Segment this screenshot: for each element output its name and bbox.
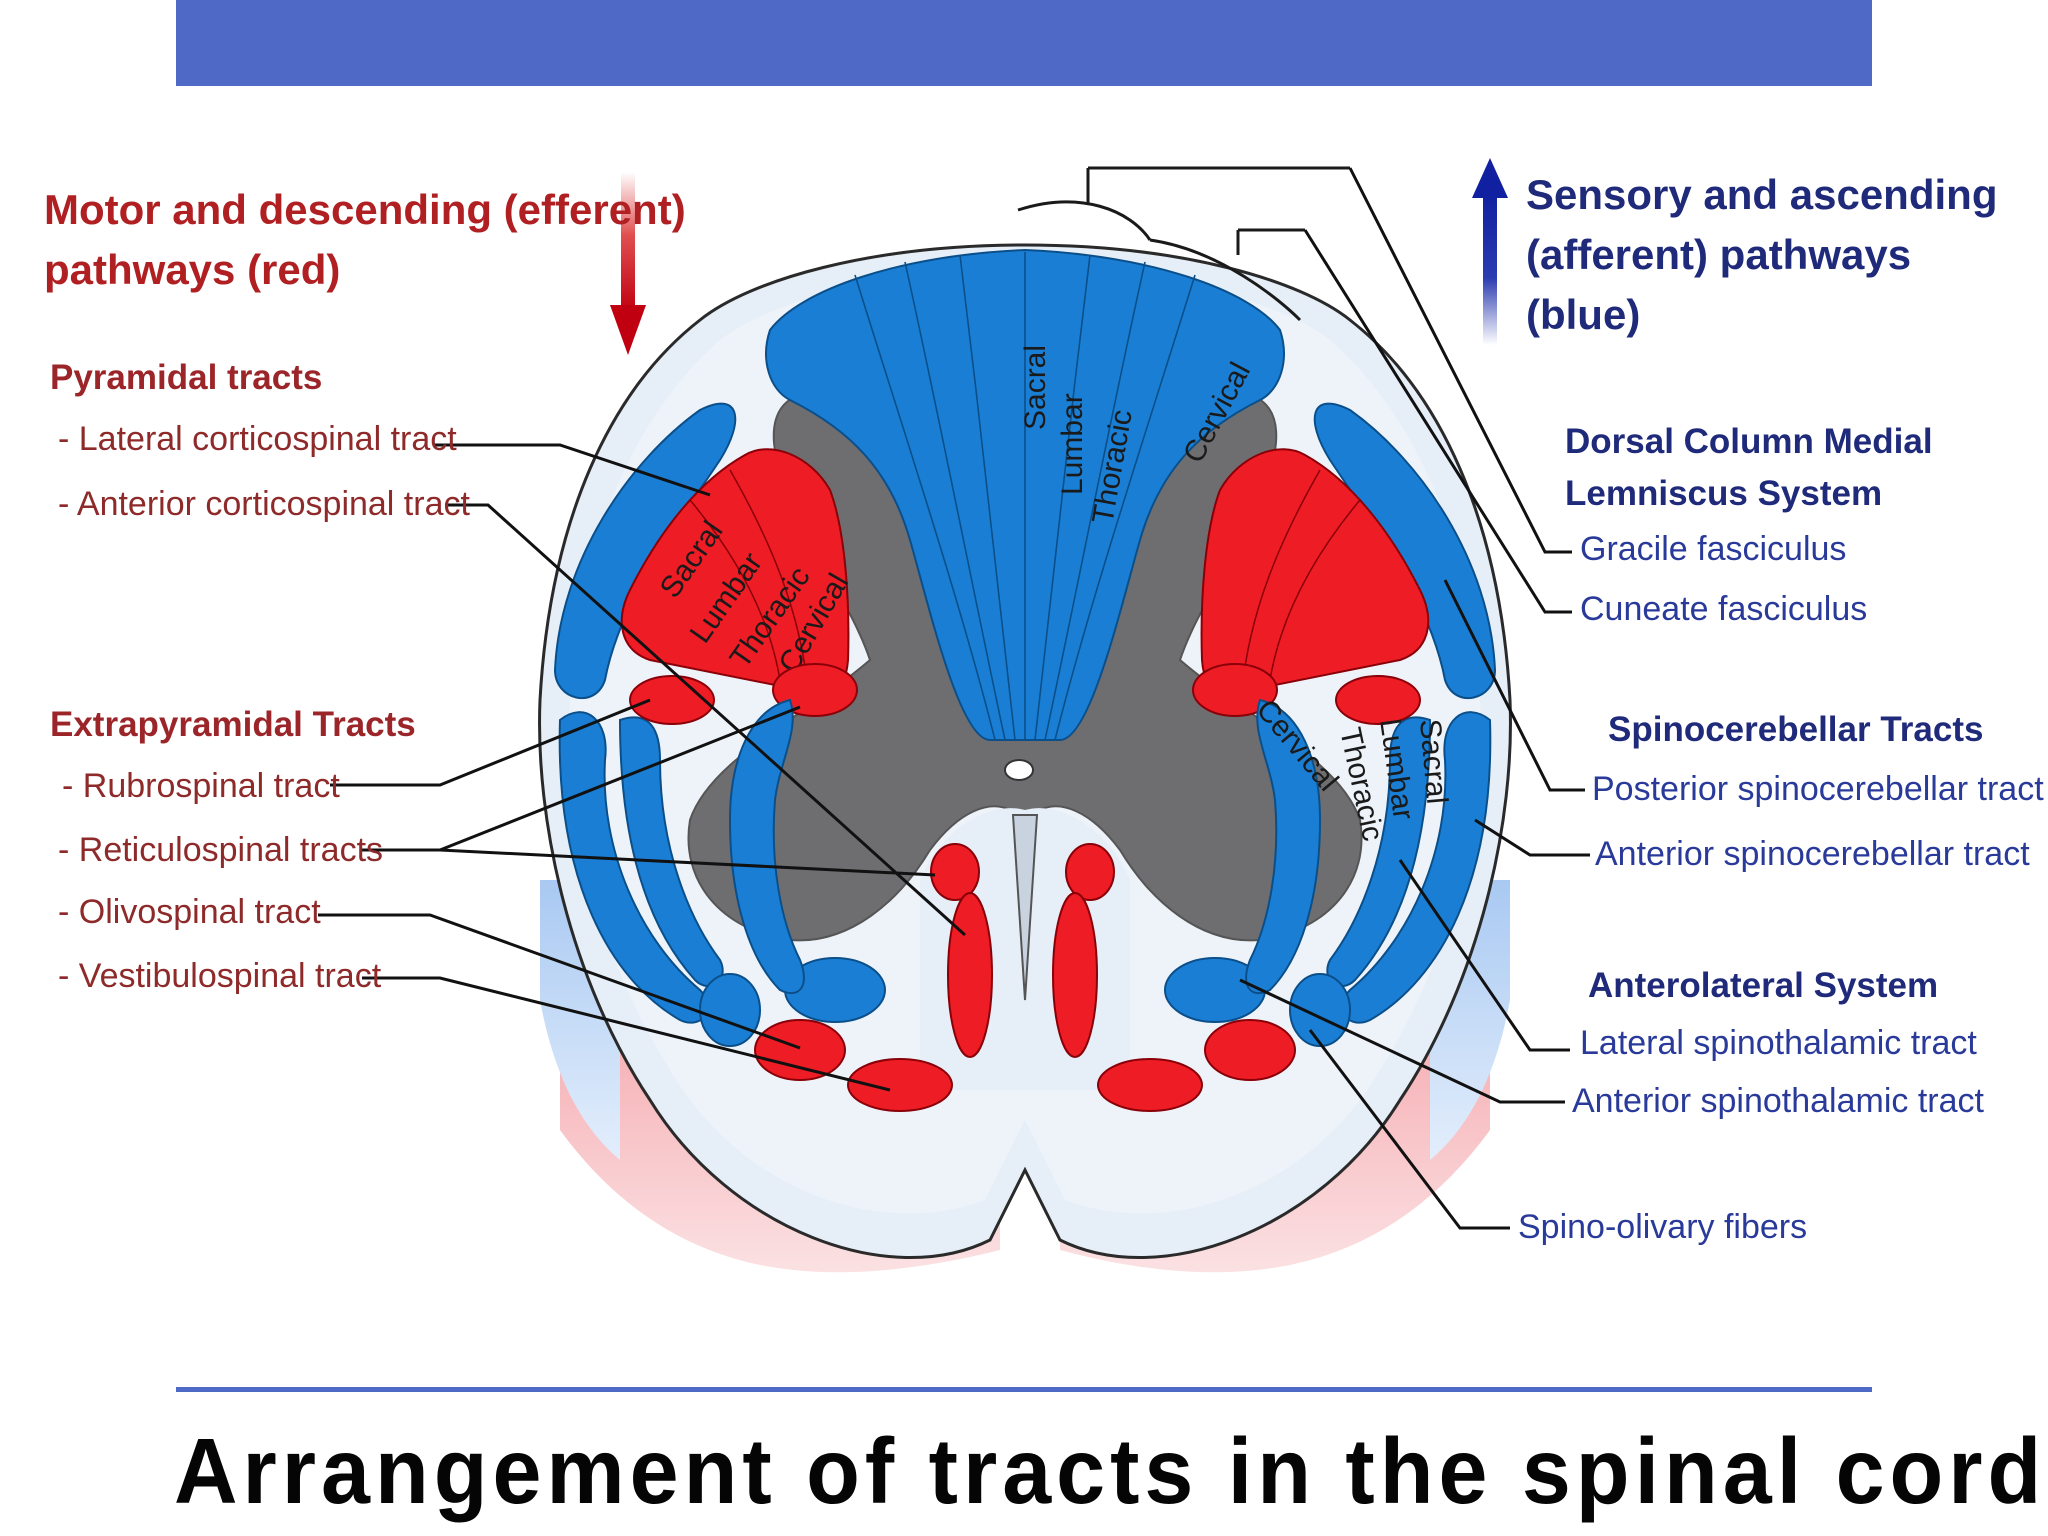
anterior-corticospinal-tracts [947,892,1098,1058]
footer-divider [176,1387,1872,1392]
lateral-corticospinal-label: - Lateral corticospinal tract [58,420,457,458]
dorsal-segment-lumbar: Lumbar [1056,393,1089,495]
vestibulospinal-label: - Vestibulospinal tract [58,957,382,995]
ascending-arrow [1472,158,1508,345]
gracile-fasciculus-label: Gracile fasciculus [1580,530,1847,568]
header-bar [176,0,1872,86]
cuneate-fasciculus-label: Cuneate fasciculus [1580,590,1868,628]
anterior-spinocerebellar-label: Anterior spinocerebellar tract [1595,835,2030,873]
dorsal-column-title-line2: Lemniscus System [1565,474,1883,513]
dorsal-column-title-line1: Dorsal Column Medial [1565,422,1933,461]
posterior-spinocerebellar-label: Posterior spinocerebellar tract [1592,770,2044,808]
descending-arrow [610,172,646,355]
anterior-corticospinal-label: - Anterior corticospinal tract [58,485,470,523]
pyramidal-title: Pyramidal tracts [50,358,323,397]
dorsal-column-brackets [1017,166,1350,322]
leader-lines [318,167,1590,1230]
spinocerebellar-tracts [553,402,1497,1024]
spinothalamic-tracts [699,698,1351,1047]
spinothalamic-segment-sacral: Sacral [1413,718,1453,806]
anterior-spinothalamic-label: Anterior spinothalamic tract [1572,1082,1984,1120]
spinocerebellar-title: Spinocerebellar Tracts [1608,710,1984,749]
slide-title: Arrangement of tracts in the spinal cord [174,1419,2047,1523]
rubrospinal-label: - Rubrospinal tract [62,767,340,805]
dorsal-columns: Sacral Lumbar Thoracic Cervical [765,248,1285,741]
extrapyramidal-tracts [629,663,1421,1112]
reticulospinal-label: - Reticulospinal tracts [58,831,384,869]
olivospinal-label: - Olivospinal tract [58,893,321,931]
extrapyramidal-title: Extrapyramidal Tracts [50,705,416,744]
sensory-heading-line2: (afferent) pathways [1526,231,1912,278]
motor-heading-line1: Motor and descending (efferent) [44,186,686,233]
spino-olivary-label: Spino-olivary fibers [1518,1208,1808,1246]
lateral-corticospinal-tracts: Sacral Lumbar Thoracic Cervical [620,448,1430,697]
sensory-heading-line3: (blue) [1526,291,1641,338]
dorsal-segment-sacral: Sacral [1019,345,1052,430]
sensory-heading-line1: Sensory and ascending [1526,171,1998,218]
lateral-spinothalamic-label: Lateral spinothalamic tract [1580,1024,1977,1062]
motor-heading-line2: pathways (red) [44,246,341,293]
anterolateral-title: Anterolateral System [1588,966,1939,1005]
